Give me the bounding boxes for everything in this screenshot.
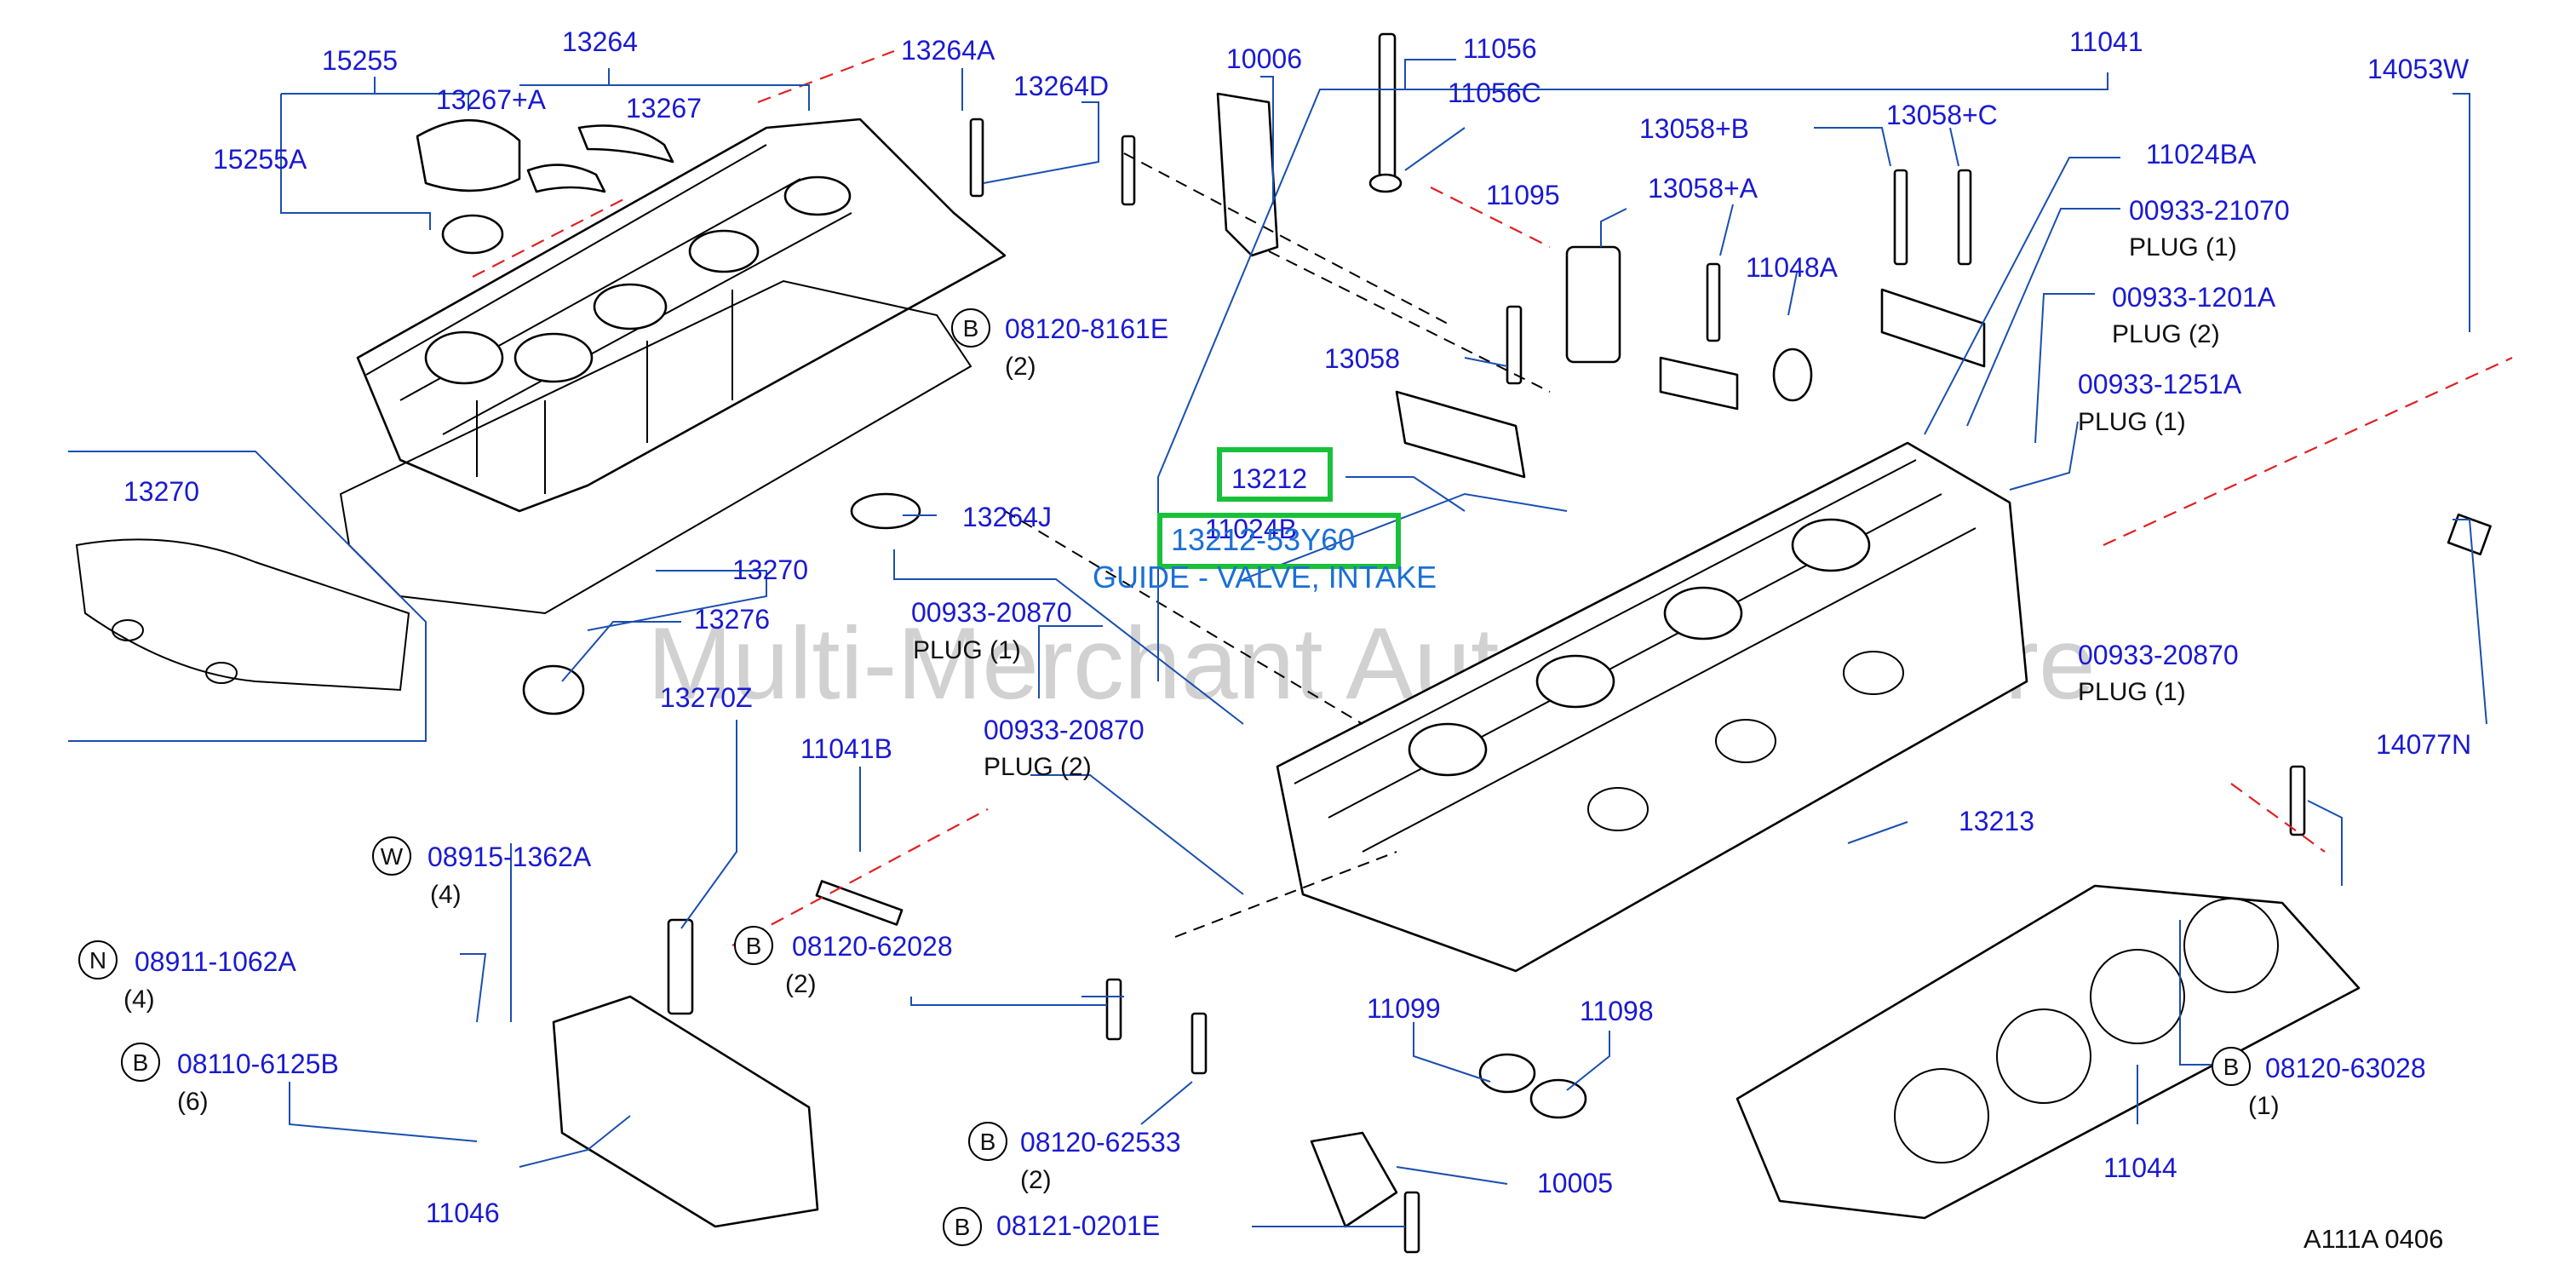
label-11048A[interactable]: 11048A (1746, 252, 1839, 283)
label-00933-20870-right[interactable]: 00933-20870 (2078, 640, 2239, 670)
label-13264D[interactable]: 13264D (1013, 71, 1109, 101)
label-13270Z[interactable]: 13270Z (660, 682, 753, 713)
label-15255A[interactable]: 15255A (213, 144, 307, 175)
label-13058[interactable]: 13058 (1324, 343, 1400, 374)
label-11041[interactable]: 11041 (2069, 26, 2143, 57)
marker-b-63028: B (2223, 1054, 2240, 1080)
qty-08120-62533: (2) (1020, 1166, 1052, 1194)
label-13270-inset[interactable]: 13270 (123, 476, 199, 507)
hardware-drawings (815, 32, 2492, 1254)
label-11099[interactable]: 11099 (1367, 993, 1441, 1024)
label-13058A[interactable]: 13058+A (1648, 173, 1758, 204)
gasket-inset-box (68, 451, 427, 742)
cylinder-head-drawing (1276, 245, 2028, 973)
label-08911-1062A[interactable]: 08911-1062A (135, 946, 296, 977)
marker-b-62533: B (980, 1129, 996, 1155)
marker-b-0201E: B (955, 1214, 971, 1240)
label-13276[interactable]: 13276 (694, 604, 770, 635)
label-10006[interactable]: 10006 (1226, 43, 1302, 74)
highlight-description: GUIDE - VALVE, INTAKE (1093, 560, 1437, 595)
label-11024BA[interactable]: 11024BA (2146, 139, 2257, 169)
label-15255[interactable]: 15255 (322, 45, 398, 76)
label-11046[interactable]: 11046 (426, 1198, 500, 1228)
label-08120-8161E[interactable]: 08120-8161E (1005, 313, 1168, 344)
label-13264A[interactable]: 13264A (901, 35, 995, 66)
circle-markers: B W N B B B B B (78, 308, 2251, 1246)
plug-text-5: PLUG (1) (2078, 678, 2186, 706)
label-11041B[interactable]: 11041B (800, 733, 892, 764)
label-11056C[interactable]: 11056C (1448, 78, 1541, 108)
highlight-box-13212[interactable] (1217, 447, 1333, 502)
plug-text-2: PLUG (2) (2112, 320, 2220, 348)
part-labels: 15255 15255A 13264 13267+A 13267 13264A … (123, 26, 2471, 1241)
marker-n-1062A: N (89, 947, 106, 974)
qty-08911-1062A: (4) (123, 985, 155, 1014)
label-13058C[interactable]: 13058+C (1886, 100, 1998, 130)
label-00933-1251A[interactable]: 00933-1251A (2078, 369, 2242, 399)
plug-text-3: PLUG (1) (2078, 408, 2186, 436)
label-13264[interactable]: 13264 (562, 26, 638, 57)
plug-text-4: PLUG (1) (913, 636, 1021, 664)
label-14053W[interactable]: 14053W (2367, 54, 2470, 84)
label-11098[interactable]: 11098 (1580, 996, 1654, 1026)
label-13213[interactable]: 13213 (1959, 806, 2034, 836)
label-08120-62533[interactable]: 08120-62533 (1020, 1127, 1181, 1158)
label-00933-20870-left[interactable]: 00933-20870 (911, 597, 1072, 628)
marker-b-6125B: B (133, 1049, 149, 1076)
plug-text-1: PLUG (1) (2129, 233, 2237, 261)
label-13270[interactable]: 13270 (732, 554, 808, 585)
label-08121-0201E[interactable]: 08121-0201E (996, 1210, 1160, 1241)
plug-text-6: PLUG (2) (984, 753, 1092, 781)
qty-08120-8161E: (2) (1005, 353, 1036, 381)
label-13212-53Y60[interactable]: 13212-53Y60 (1171, 522, 1355, 557)
label-13267[interactable]: 13267 (626, 93, 702, 124)
diagram-code: A111A 0406 (2303, 1224, 2443, 1254)
label-14077N[interactable]: 14077N (2376, 729, 2471, 760)
qty-08110-6125B: (6) (177, 1088, 209, 1116)
label-13212[interactable]: 13212 (1231, 463, 1307, 494)
label-08120-62028[interactable]: 08120-62028 (792, 931, 953, 962)
label-08915-1362A[interactable]: 08915-1362A (427, 842, 592, 872)
marker-w-1362A: W (381, 843, 404, 870)
label-11024B[interactable]: 11024B (1205, 514, 1297, 544)
label-11095[interactable]: 11095 (1486, 180, 1560, 210)
rear-cover-drawing (552, 918, 819, 1228)
highlight-box-13212-53y60[interactable] (1157, 513, 1401, 569)
qty-08120-63028: (1) (2248, 1092, 2280, 1120)
marker-b-8161E: B (963, 315, 979, 342)
marker-b-62028: B (746, 933, 762, 959)
quantities: (2) (4) (4) (6) (2) (2) (1) (123, 353, 2280, 1194)
label-00933-21070[interactable]: 00933-21070 (2129, 195, 2290, 226)
label-13058B[interactable]: 13058+B (1639, 113, 1749, 144)
label-11056[interactable]: 11056 (1463, 33, 1537, 64)
label-11044[interactable]: 11044 (2103, 1152, 2177, 1183)
label-08110-6125B[interactable]: 08110-6125B (177, 1049, 339, 1079)
label-00933-1201A[interactable]: 00933-1201A (2112, 282, 2276, 313)
rocker-cover-drawing (339, 118, 1007, 715)
label-13264J[interactable]: 13264J (962, 502, 1052, 532)
leader-lines (280, 59, 2487, 1227)
label-00933-20870-mid[interactable]: 00933-20870 (984, 715, 1145, 745)
plug-descriptors: PLUG (1) PLUG (2) PLUG (1) PLUG (1) PLUG… (913, 233, 2237, 781)
head-gasket-drawing (1736, 884, 2361, 1220)
label-13267A[interactable]: 13267+A (436, 84, 547, 115)
alignment-lines (472, 49, 2513, 946)
label-10005[interactable]: 10005 (1537, 1168, 1613, 1198)
qty-08915-1362A: (4) (430, 881, 462, 909)
label-08120-63028[interactable]: 08120-63028 (2265, 1053, 2426, 1083)
qty-08120-62028: (2) (785, 970, 817, 998)
